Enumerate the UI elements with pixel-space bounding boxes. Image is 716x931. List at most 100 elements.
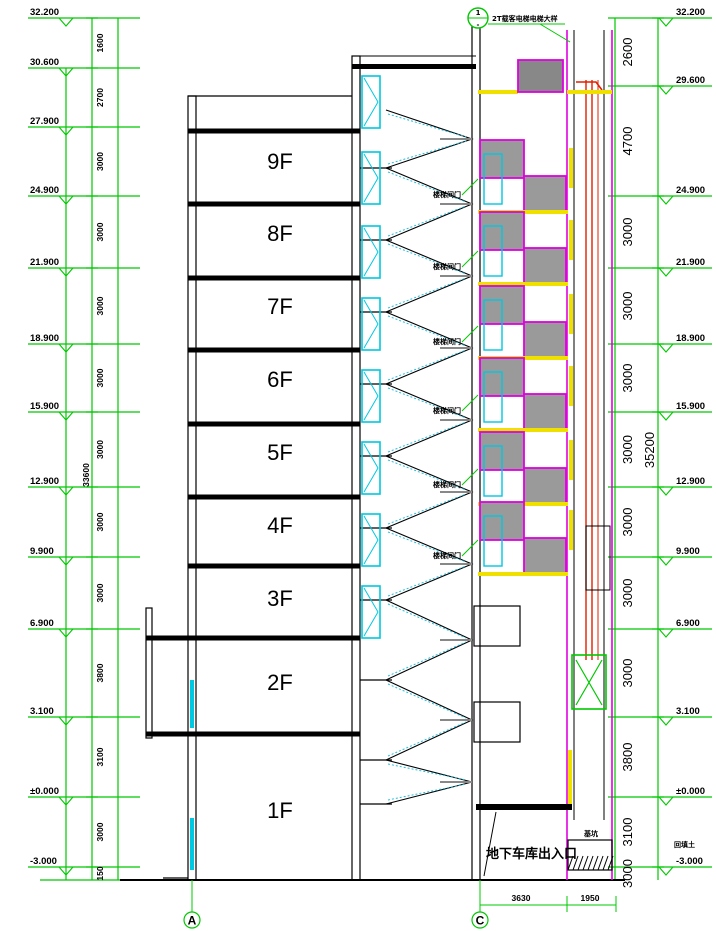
stair-tread-b-9 [387, 783, 467, 801]
stair-window-mark-5 [363, 443, 379, 493]
right-level-0-arrow [658, 17, 674, 27]
top-stair-box [517, 59, 564, 93]
right-level-11-label: -3.000 [676, 856, 703, 867]
left-level-5-arrow [58, 343, 74, 353]
right-level-2-arrow [658, 195, 674, 205]
floor-slab-5 [188, 494, 360, 500]
left-level-2-label: 27.900 [30, 116, 59, 127]
landing-leader-4 [461, 468, 479, 486]
left-level-8-arrow [58, 556, 74, 566]
left-level-2-arrow [58, 126, 74, 136]
landing-leader-2 [461, 325, 479, 343]
pit-hatch-7 [602, 855, 609, 871]
stair-tread-a-4 [387, 387, 467, 419]
stair-window-mark-7 [363, 587, 379, 637]
left-segment-6: 3000 [95, 440, 105, 459]
floor-label-3F: 3F [267, 586, 293, 611]
stair-tread-b-8 [387, 721, 467, 757]
stair-tread-a-5 [387, 459, 467, 491]
left-level-1-label: 30.600 [30, 57, 59, 68]
left-segment-5: 3000 [95, 368, 105, 387]
fill-label: 回填土 [674, 840, 695, 849]
lift-window-1 [483, 225, 503, 277]
left-segment-4: 3000 [95, 296, 105, 315]
right-segment-4: 3000 [620, 364, 635, 393]
left-level-0-label: 32.200 [30, 7, 59, 18]
stair-tread-b-7 [387, 641, 467, 677]
left-level-4-arrow [58, 267, 74, 277]
left-total-dimension: 33600 [81, 463, 91, 487]
left-segment-10: 3100 [95, 747, 105, 766]
right-level-6-label: 12.900 [676, 476, 705, 487]
lift-window-4 [483, 445, 503, 497]
right-level-10-label: ±0.000 [676, 786, 705, 797]
floor-label-5F: 5F [267, 440, 293, 465]
left-level-3-arrow [58, 195, 74, 205]
floor-slab-7 [146, 635, 360, 641]
left-level-10-label: 3.100 [30, 706, 54, 717]
right-level-4-label: 18.900 [676, 333, 705, 344]
left-segment-8: 3000 [95, 583, 105, 602]
stair-tread-b-3 [387, 349, 467, 381]
stair-window-7 [361, 585, 381, 639]
landing-label-4: 楼梯间门 [433, 480, 461, 489]
pit-hatch-3 [582, 855, 589, 871]
left-segment-1: 2700 [95, 88, 105, 107]
landing-label-1: 楼梯间门 [433, 262, 461, 271]
floor-slab-3 [188, 347, 360, 353]
grid-axis-c-label: C [476, 914, 485, 928]
detail-callout: 1 - 2T载客电梯电梯大样 [467, 7, 571, 43]
stair-tread-a-8 [387, 683, 467, 719]
stair-box-lower-5 [523, 537, 567, 575]
landing-leader-3 [461, 394, 479, 412]
lift-window-0 [483, 153, 503, 205]
stair-window-mark-1 [363, 153, 379, 203]
stair-window-4 [361, 369, 381, 423]
left-level-11-arrow [58, 796, 74, 806]
right-segment-3: 3000 [620, 292, 635, 321]
left-level-6-label: 15.900 [30, 401, 59, 412]
left-level-12-label: -3.000 [30, 856, 57, 867]
right-level-1-label: 29.600 [676, 75, 705, 86]
right-segment-5: 3000 [620, 435, 635, 464]
stair-tread-a-6 [387, 531, 467, 563]
right-segment-2: 3000 [620, 218, 635, 247]
floor-slab-1 [188, 201, 360, 207]
lift-window-5 [483, 515, 503, 567]
landing-label-2: 楼梯间门 [433, 337, 461, 346]
floor-label-7F: 7F [267, 294, 293, 319]
grid-axis-a-label: A [188, 914, 197, 928]
right-level-markers: 32.20029.60024.90021.90018.90015.90012.9… [608, 7, 712, 876]
right-segment-8: 3000 [620, 659, 635, 688]
pit-hatch-8 [607, 855, 614, 871]
stair-tread-b-6 [387, 565, 467, 597]
right-level-7-arrow [658, 556, 674, 566]
left-level-markers: 32.20030.60027.90024.90021.90018.90015.9… [28, 7, 140, 881]
lift-top-stop [567, 90, 612, 94]
pit-hatch-0 [567, 855, 574, 871]
bottom-dim-1: 3630 [512, 893, 531, 903]
floor-label-2F: 2F [267, 670, 293, 695]
stair-box-lower-4 [523, 467, 567, 505]
right-dimension-system [614, 18, 659, 880]
right-level-3-label: 21.900 [676, 257, 705, 268]
landing-label-3: 楼梯间门 [433, 406, 461, 415]
left-segment-dims: 1600270030003000300030003000300030003800… [95, 33, 105, 880]
stair-window-2 [361, 225, 381, 279]
lift-stop-3 [478, 428, 568, 432]
stair-window-5 [361, 441, 381, 495]
stair-tread-a-7 [387, 603, 467, 639]
right-level-2-label: 24.900 [676, 185, 705, 196]
right-total-dimension: 35200 [642, 432, 657, 468]
right-segment-7: 3000 [620, 579, 635, 608]
lift-door-0 [569, 148, 573, 188]
stair-tread-a-3 [387, 315, 467, 347]
grid-axis-a: A [183, 880, 201, 929]
floor-slab-0 [188, 128, 360, 134]
pit-label: 基坑 [583, 829, 598, 838]
stair-window-3 [361, 297, 381, 351]
left-level-0-arrow [58, 17, 74, 27]
left-segment-0: 1600 [95, 33, 105, 52]
